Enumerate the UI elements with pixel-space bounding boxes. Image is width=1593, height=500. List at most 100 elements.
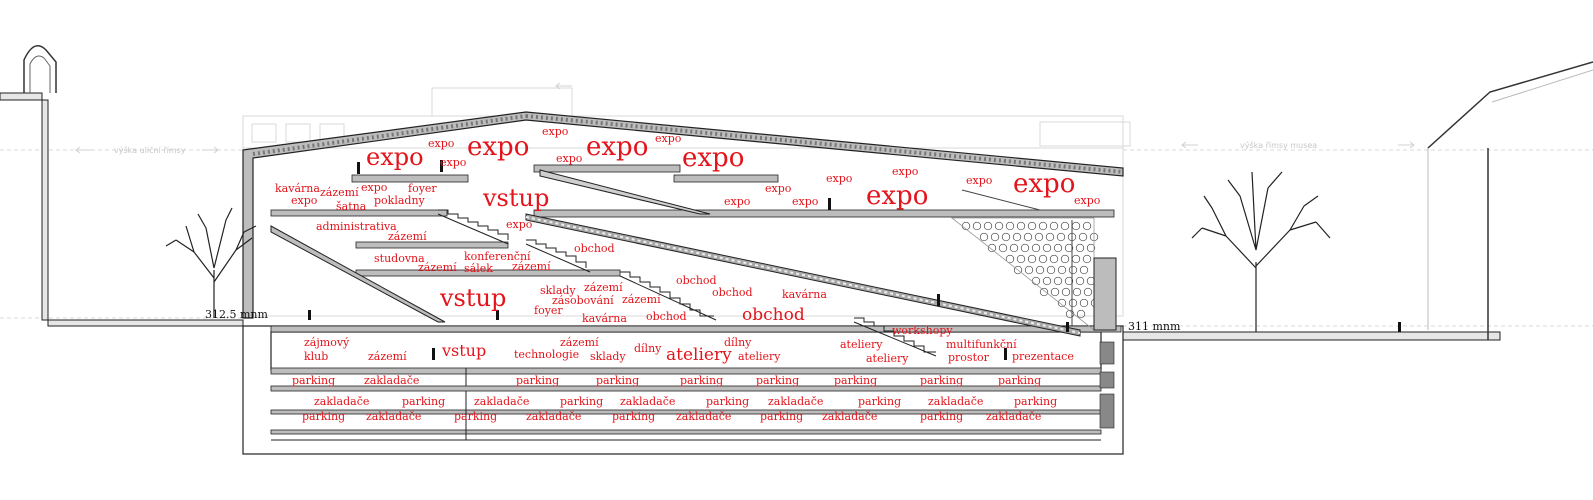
label-ateliery: ateliery — [840, 338, 883, 351]
perforation-circle — [1046, 265, 1056, 275]
perforation-circle — [1075, 243, 1085, 253]
street-cornice-label: výška uliční římsy — [114, 145, 186, 155]
label-prezentace: prezentace — [1012, 350, 1074, 363]
label-parking: parking — [760, 410, 803, 423]
perforation-circle — [1038, 221, 1048, 231]
label-parking: parking — [706, 395, 749, 408]
label-obchod: obchod — [646, 310, 687, 323]
middle-floor-labels: administrativa zázemí studovna zázemí ko… — [316, 220, 953, 337]
label-obchod: obchod — [742, 305, 805, 325]
label-expo: expo — [366, 143, 424, 171]
perforation-circle — [1079, 298, 1089, 308]
perforation-circle — [1083, 287, 1093, 297]
perforation-circle — [1034, 232, 1044, 242]
label-foyer: foyer — [408, 182, 437, 195]
label-zazemi: zázemí — [388, 230, 427, 243]
perforation-circle — [1024, 265, 1034, 275]
label-parking: parking — [516, 374, 559, 387]
label-zakladace: zakladače — [928, 395, 983, 408]
label-expo: expo — [467, 132, 529, 162]
service-shafts — [1099, 341, 1115, 429]
label-prostor: prostor — [948, 351, 990, 364]
perforation-circle — [1039, 287, 1049, 297]
perforation-circle — [1020, 243, 1030, 253]
label-zakladace: zakladače — [986, 410, 1041, 423]
label-zasobovani: zásobování — [552, 294, 614, 307]
label-zakladace: zakladače — [620, 395, 675, 408]
perforation-circle — [994, 221, 1004, 231]
perforation-circle — [1060, 221, 1070, 231]
perforation-circle — [1027, 254, 1037, 264]
perforation-circle — [1076, 309, 1086, 319]
perforation-circle — [1001, 232, 1011, 242]
perforation-circle — [1005, 254, 1015, 264]
perforation-circle — [972, 221, 982, 231]
perforation-circle — [1042, 276, 1052, 286]
label-expo: expo — [361, 181, 388, 194]
label-workshopy: workshopy — [892, 324, 953, 337]
perforation-circle — [987, 243, 997, 253]
perforation-circle — [1050, 287, 1060, 297]
label-dilny: dílny — [634, 342, 662, 355]
perforation-circle — [1045, 232, 1055, 242]
perforation-circle — [1078, 232, 1088, 242]
label-parking: parking — [756, 374, 799, 387]
label-expo: expo — [542, 125, 569, 138]
stairs — [437, 209, 937, 357]
label-zakladace: zakladače — [314, 395, 369, 408]
upper-floor-labels: expo expo expo expo expo expo expo expo … — [275, 125, 1101, 231]
label-expo: expo — [1013, 169, 1075, 199]
label-obchod: obchod — [574, 242, 615, 255]
label-zazemi: zázemí — [512, 260, 551, 273]
perforation-circle — [1068, 298, 1078, 308]
label-obchod: obchod — [712, 286, 753, 299]
label-zakladace: zakladače — [526, 410, 581, 423]
label-parking: parking — [612, 410, 655, 423]
label-parking: parking — [292, 374, 335, 387]
label-technologie: technologie — [514, 348, 579, 361]
label-zazemi: zázemí — [418, 261, 457, 274]
perforation-circle — [1016, 254, 1026, 264]
background-context — [0, 87, 1593, 327]
perforation-circle — [1056, 232, 1066, 242]
label-zakladace: zakladače — [676, 410, 731, 423]
label-zazemi: zázemí — [320, 186, 359, 199]
label-parking: parking — [302, 410, 345, 423]
label-ateliery: ateliery — [866, 352, 909, 365]
label-ateliery: ateliery — [738, 350, 781, 363]
perforation-circle — [1013, 265, 1023, 275]
label-vstup: vstup — [441, 341, 486, 360]
main-ramp — [270, 169, 1081, 337]
perforation-circle — [1064, 243, 1074, 253]
label-parking: parking — [858, 395, 901, 408]
label-kavarna: kavárna — [275, 182, 320, 195]
perforation-circle — [1060, 254, 1070, 264]
perforation-circle — [1042, 243, 1052, 253]
label-expo: expo — [291, 194, 318, 207]
label-expo: expo — [655, 132, 682, 145]
perforation-circle — [1079, 265, 1089, 275]
label-satna: šatna — [336, 200, 367, 213]
perforation-circle — [1005, 221, 1015, 231]
label-parking: parking — [680, 374, 723, 387]
perforation-circle — [1049, 221, 1059, 231]
label-expo: expo — [682, 143, 744, 173]
perforation-circle — [979, 232, 989, 242]
label-kavarna: kavárna — [582, 312, 627, 325]
label-zakladace: zakladače — [366, 410, 421, 423]
perforation-circle — [1038, 254, 1048, 264]
label-parking: parking — [560, 395, 603, 408]
ghost-arrows — [75, 82, 1415, 154]
label-zazemi: zázemí — [560, 336, 599, 349]
label-vstup: vstup — [482, 184, 549, 212]
label-klub: klub — [304, 350, 328, 363]
label-dilny: dílny — [724, 336, 752, 349]
ground-floor-labels: zájmový klub zázemí vstup technologie zá… — [304, 336, 1074, 365]
label-ateliery: ateliery — [666, 345, 732, 365]
label-expo: expo — [556, 152, 583, 165]
people-figures — [308, 160, 1401, 360]
perforation-circle — [1031, 276, 1041, 286]
perforation-circle — [1016, 221, 1026, 231]
